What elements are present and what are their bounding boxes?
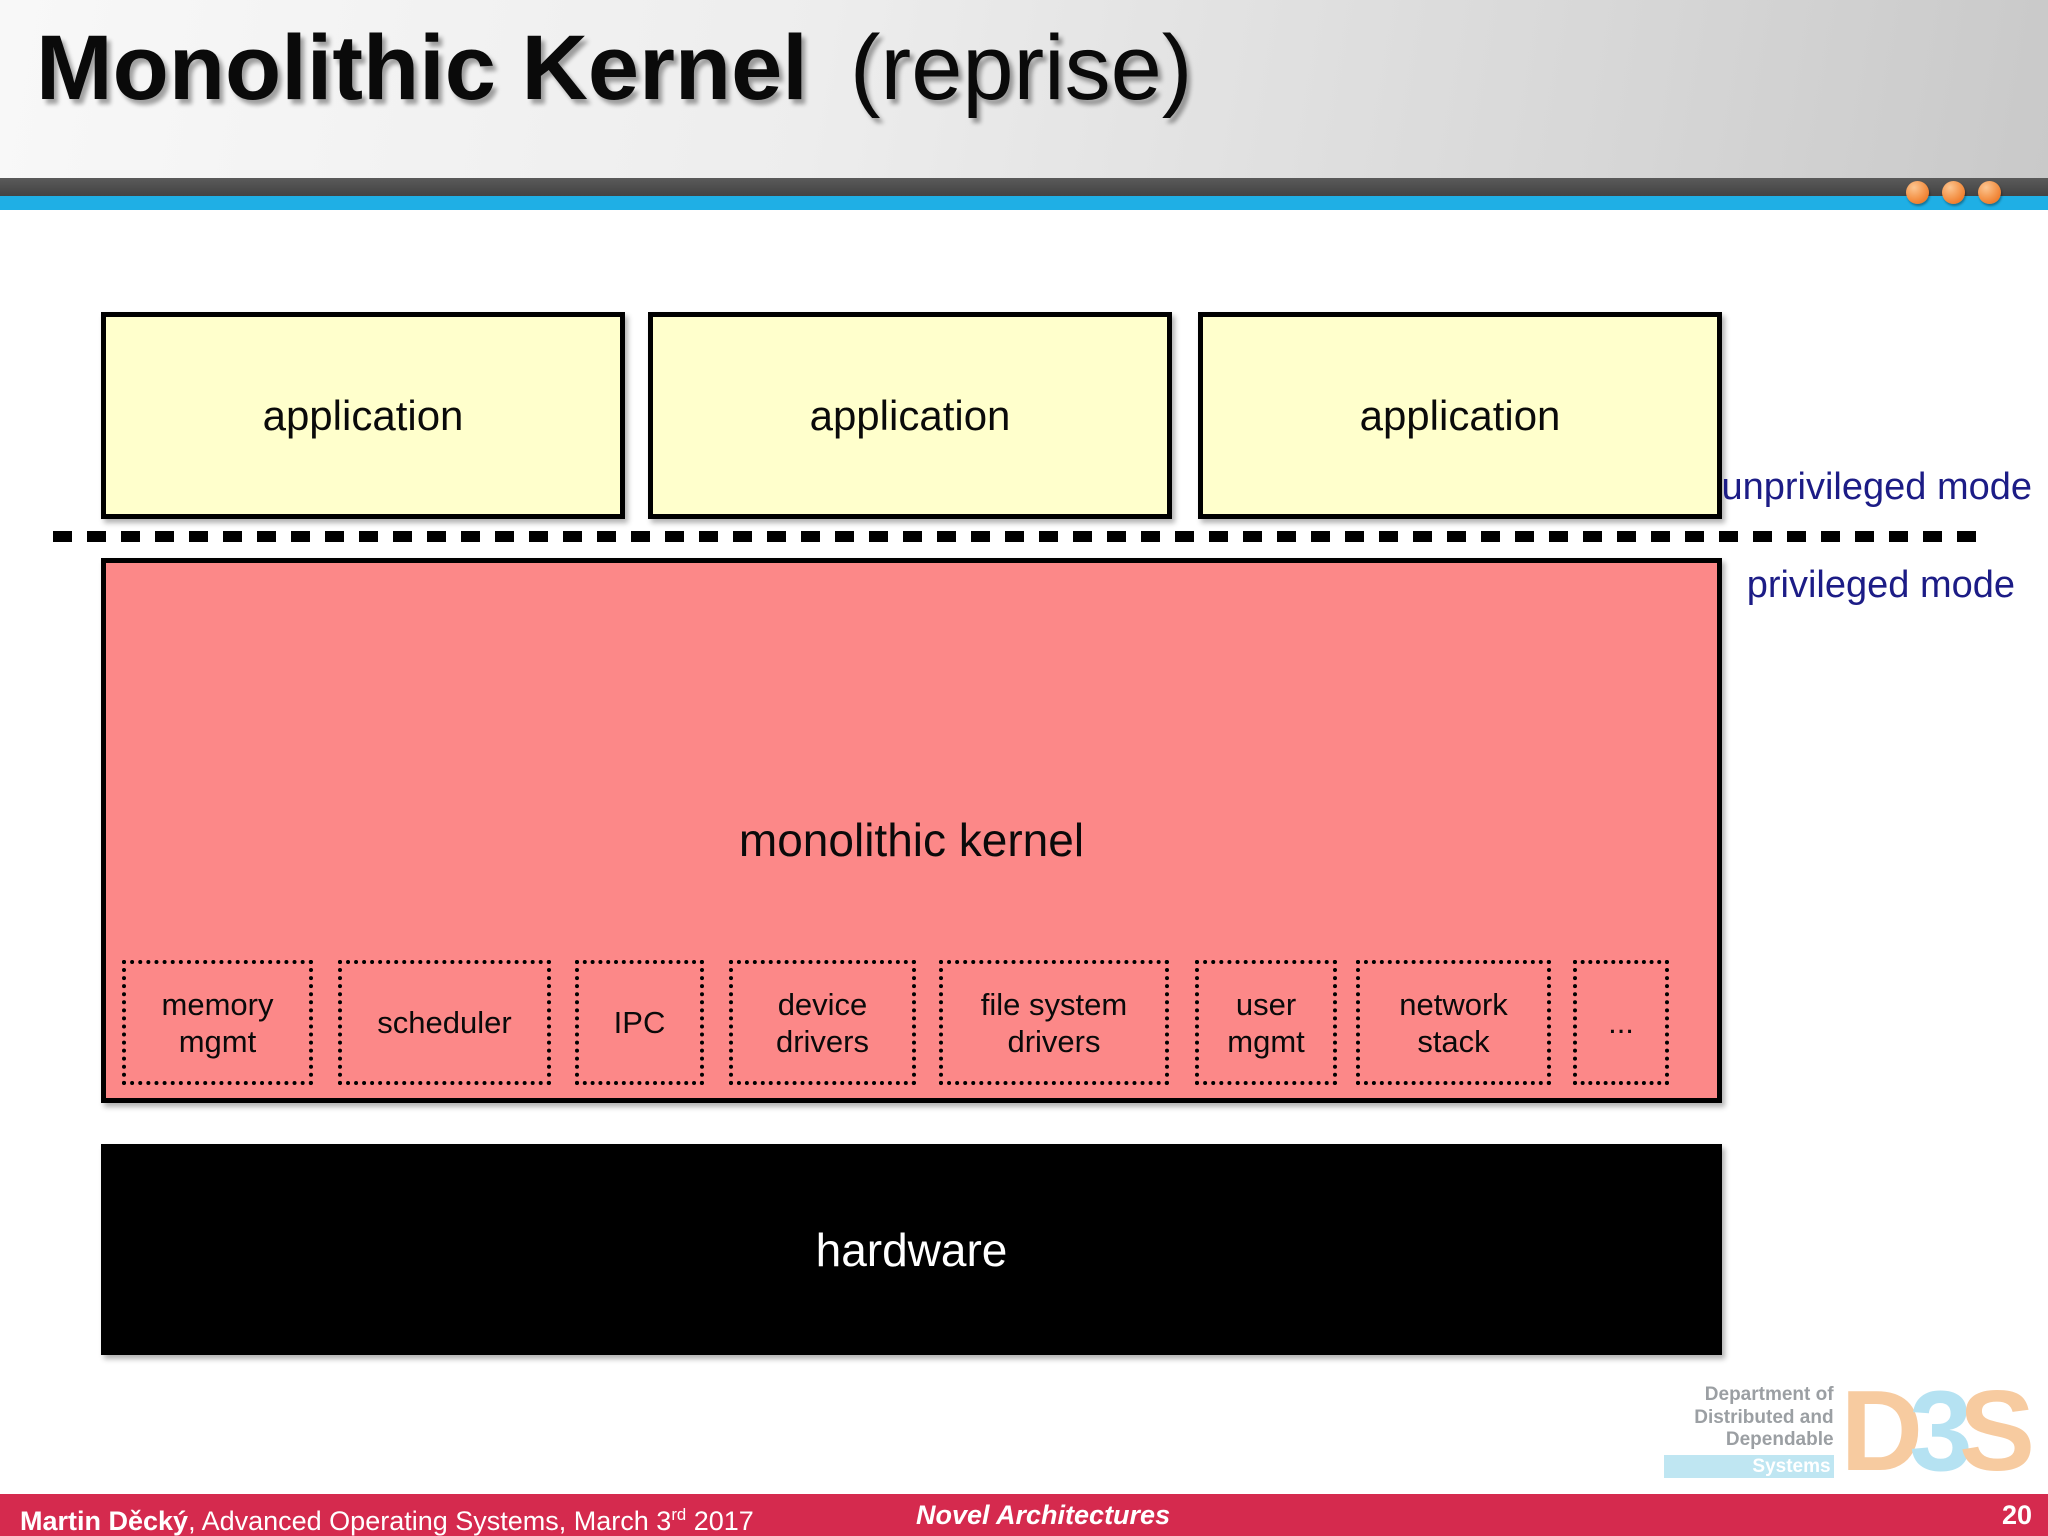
d3s-logo: Department of Distributed and Dependable… xyxy=(1663,1375,2036,1489)
footer-course: , Advanced Operating Systems, March 3 xyxy=(188,1506,672,1536)
page-title-suffix: (reprise) xyxy=(849,17,1193,119)
kernel-module-label: ... xyxy=(1608,1005,1634,1040)
kernel-module-ipc: IPC xyxy=(575,960,704,1085)
kernel-module-network-stack: network stack xyxy=(1356,960,1551,1085)
logo-line: Dependable xyxy=(1725,1429,1834,1450)
privilege-boundary-dashed-line xyxy=(53,531,1990,542)
page-title: Monolithic Kernel (reprise) xyxy=(36,16,1192,122)
kernel-module-file-system-drivers: file system drivers xyxy=(939,960,1169,1085)
application-label: application xyxy=(809,391,1011,439)
kernel-module-scheduler: scheduler xyxy=(338,960,551,1085)
logo-letter-d: D xyxy=(1840,1368,1923,1495)
header-divider-gray xyxy=(0,178,2048,196)
kernel-module-label: network stack xyxy=(1399,986,1508,1059)
monolithic-kernel-box: monolithic kernel memory mgmt scheduler … xyxy=(101,558,1722,1103)
application-box: application xyxy=(648,312,1172,519)
decorative-dot-icon xyxy=(1906,181,1929,204)
kernel-module-label: file system drivers xyxy=(980,986,1128,1059)
d3s-logo-letters: D3S xyxy=(1841,1375,2036,1489)
kernel-module-ellipsis: ... xyxy=(1573,960,1669,1085)
slide-header: Monolithic Kernel (reprise) xyxy=(0,0,2048,178)
footer-page-number: 20 xyxy=(2001,1500,2032,1530)
monolithic-kernel-label: monolithic kernel xyxy=(738,814,1085,866)
logo-letter-3: 3 xyxy=(1909,1368,1972,1495)
privileged-mode-label: privileged mode xyxy=(1746,564,2015,606)
footer-year: 2017 xyxy=(686,1506,754,1536)
kernel-module-label: IPC xyxy=(613,1005,666,1040)
footer-section-title: Novel Architectures xyxy=(916,1500,1171,1530)
application-box: application xyxy=(1198,312,1722,519)
kernel-module-device-drivers: device drivers xyxy=(729,960,916,1085)
application-label: application xyxy=(262,391,464,439)
d3s-logo-department-text: Department of Distributed and Dependable… xyxy=(1663,1384,1834,1478)
footer-bar: Martin Děcký, Advanced Operating Systems… xyxy=(0,1494,2048,1536)
hardware-label: hardware xyxy=(815,1223,1008,1276)
logo-line: Department of xyxy=(1704,1384,1834,1405)
footer-author: Martin Děcký xyxy=(20,1506,189,1536)
kernel-module-label: user mgmt xyxy=(1227,986,1305,1059)
page-title-main: Monolithic Kernel xyxy=(36,17,808,119)
footer-date-ordinal: rd xyxy=(671,1505,687,1524)
header-divider-cyan xyxy=(0,196,2048,210)
logo-systems-band: Systems xyxy=(1663,1454,1834,1478)
kernel-module-memory-mgmt: memory mgmt xyxy=(122,960,313,1085)
footer-credits: Martin Děcký, Advanced Operating Systems… xyxy=(20,1494,754,1536)
decorative-dot-icon xyxy=(1942,181,1965,204)
logo-line: Distributed and xyxy=(1694,1406,1834,1428)
logo-letter-s: S xyxy=(1958,1368,2035,1495)
kernel-module-label: device drivers xyxy=(775,986,869,1059)
hardware-box: hardware xyxy=(101,1144,1722,1355)
decorative-dot-icon xyxy=(1978,181,2001,204)
application-label: application xyxy=(1359,391,1561,439)
unprivileged-mode-label: unprivileged mode xyxy=(1721,466,2032,508)
application-box: application xyxy=(101,312,625,519)
kernel-module-label: scheduler xyxy=(377,1005,512,1040)
kernel-module-label: memory mgmt xyxy=(161,986,274,1059)
kernel-module-user-mgmt: user mgmt xyxy=(1195,960,1337,1085)
